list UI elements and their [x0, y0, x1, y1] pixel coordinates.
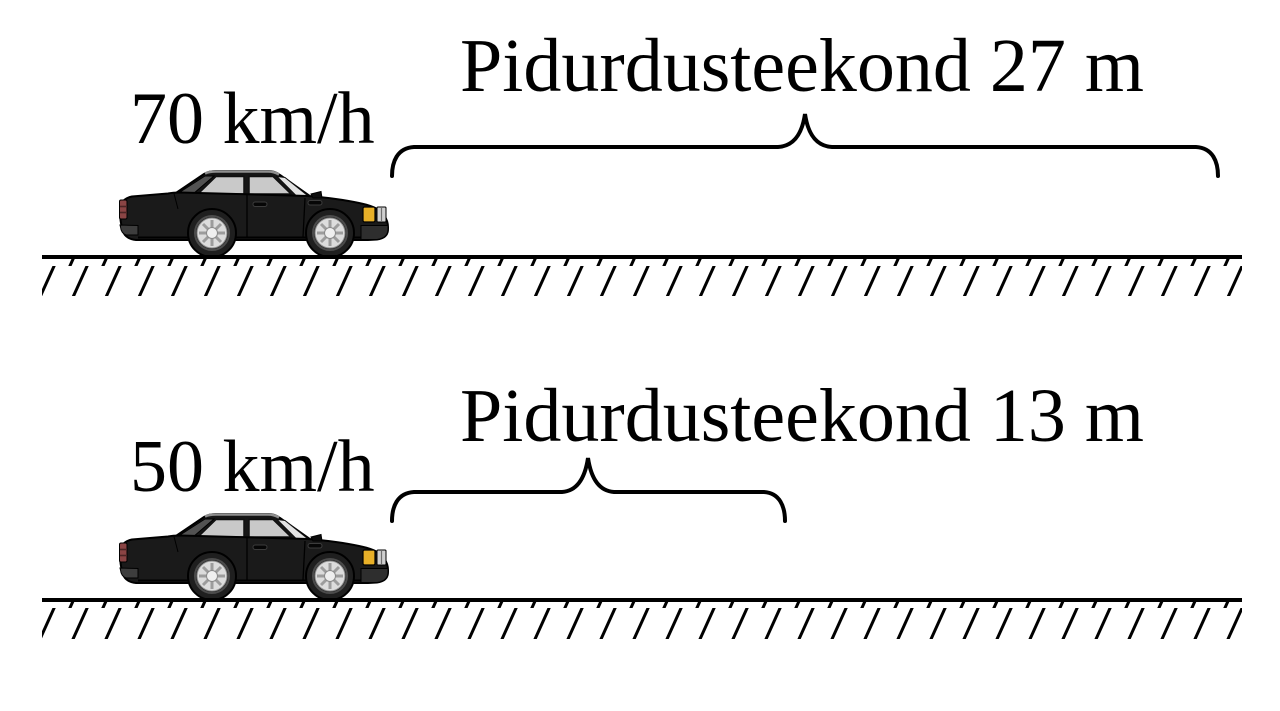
brace-27m [390, 113, 1220, 178]
distance-label-27m: Pidurdusteekond 27 m [460, 24, 1144, 108]
road-surface-top [42, 255, 1242, 296]
scene-70kmh-graphics [42, 113, 1242, 296]
speed-label-70kmh: 70 km/h [130, 78, 375, 160]
car-illustration-50kmh [118, 512, 390, 600]
scene-50kmh-graphics [42, 457, 1242, 639]
road-surface-bottom [42, 598, 1242, 639]
brace-13m [390, 457, 787, 523]
speed-label-50kmh: 50 km/h [130, 426, 375, 508]
distance-label-13m: Pidurdusteekond 13 m [460, 374, 1144, 458]
car-illustration-70kmh [118, 169, 390, 257]
